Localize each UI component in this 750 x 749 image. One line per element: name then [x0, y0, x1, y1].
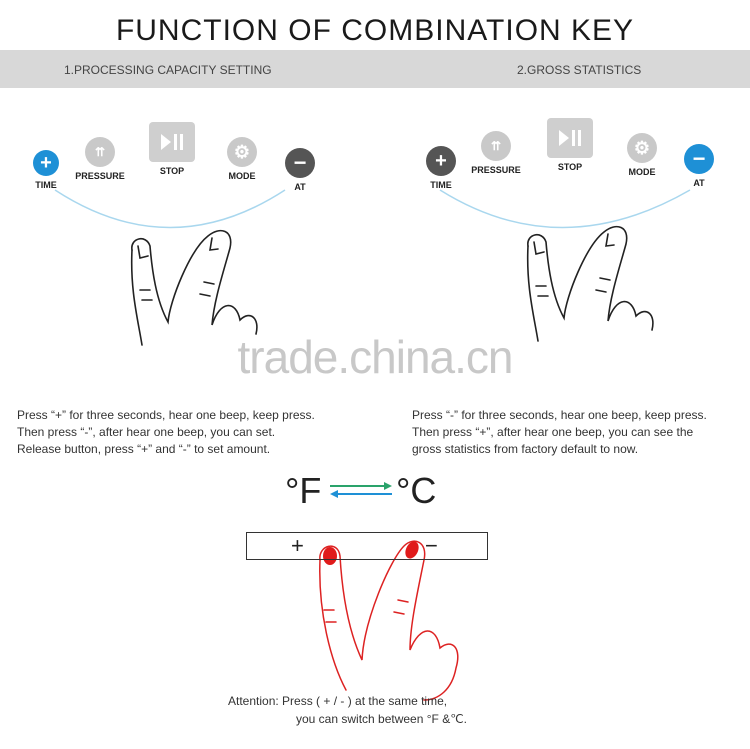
- fingernail-left: [323, 547, 337, 565]
- stop-label: STOP: [557, 162, 583, 172]
- pressure-label: PRESSURE: [75, 171, 125, 181]
- instructions-right: Press “-” for three seconds, hear one be…: [412, 408, 707, 456]
- pressure-label: PRESSURE: [471, 165, 521, 175]
- gear-icon: ⚙: [627, 133, 657, 163]
- switch-arrows-icon: [330, 482, 392, 498]
- plus-button[interactable]: +: [291, 533, 304, 558]
- time-key-left[interactable]: + TIME: [28, 150, 64, 190]
- fingernail-right: [405, 541, 419, 559]
- arc-left: [54, 189, 286, 229]
- at-key-left[interactable]: − AT: [284, 148, 316, 192]
- play-pause-icon: [149, 122, 195, 162]
- section-label-left: 1.PROCESSING CAPACITY SETTING: [64, 63, 272, 77]
- mode-label: MODE: [228, 171, 256, 181]
- pressure-icon: ⇈: [85, 137, 115, 167]
- pressure-key-right[interactable]: ⇈ PRESSURE: [470, 131, 522, 175]
- gear-icon: ⚙: [227, 137, 257, 167]
- celsius-label: °C: [396, 470, 437, 511]
- section-band: 1.PROCESSING CAPACITY SETTING 2.GROSS ST…: [0, 50, 750, 88]
- at-label: AT: [294, 182, 306, 192]
- time-key-right[interactable]: + TIME: [423, 146, 459, 190]
- pressure-icon: ⇈: [481, 131, 511, 161]
- section-label-right: 2.GROSS STATISTICS: [517, 63, 642, 77]
- hand-icon-left: [130, 229, 258, 346]
- hand-icon-red: [319, 540, 459, 701]
- watermark: trade.china.cn: [237, 331, 514, 383]
- fahrenheit-label: °F: [285, 470, 322, 511]
- plus-icon: +: [33, 150, 59, 176]
- time-label: TIME: [35, 180, 57, 190]
- minus-icon: −: [684, 144, 714, 174]
- stop-label: STOP: [159, 166, 185, 176]
- arc-right: [439, 189, 691, 229]
- mode-label: MODE: [628, 167, 656, 177]
- play-pause-icon: [547, 118, 593, 158]
- page-title: FUNCTION OF COMBINATION KEY: [115, 14, 635, 47]
- mode-key-left[interactable]: ⚙ MODE: [224, 137, 260, 181]
- minus-icon: −: [285, 148, 315, 178]
- minus-button[interactable]: −: [425, 533, 438, 558]
- mode-key-right[interactable]: ⚙ MODE: [624, 133, 660, 177]
- plus-minus-bar: + −: [246, 532, 488, 560]
- at-label: AT: [693, 178, 705, 188]
- attention-note: Attention: Press ( + / - ) at the same t…: [228, 694, 468, 726]
- hand-icon-right: [526, 225, 654, 342]
- plus-icon: +: [426, 146, 456, 176]
- at-key-right[interactable]: − AT: [683, 144, 715, 188]
- stop-key-right[interactable]: STOP: [546, 118, 594, 172]
- stop-key-left[interactable]: STOP: [148, 122, 196, 176]
- pressure-key-left[interactable]: ⇈ PRESSURE: [74, 137, 126, 181]
- time-label: TIME: [430, 180, 452, 190]
- instructions-left: Press “+” for three seconds, hear one be…: [17, 408, 315, 456]
